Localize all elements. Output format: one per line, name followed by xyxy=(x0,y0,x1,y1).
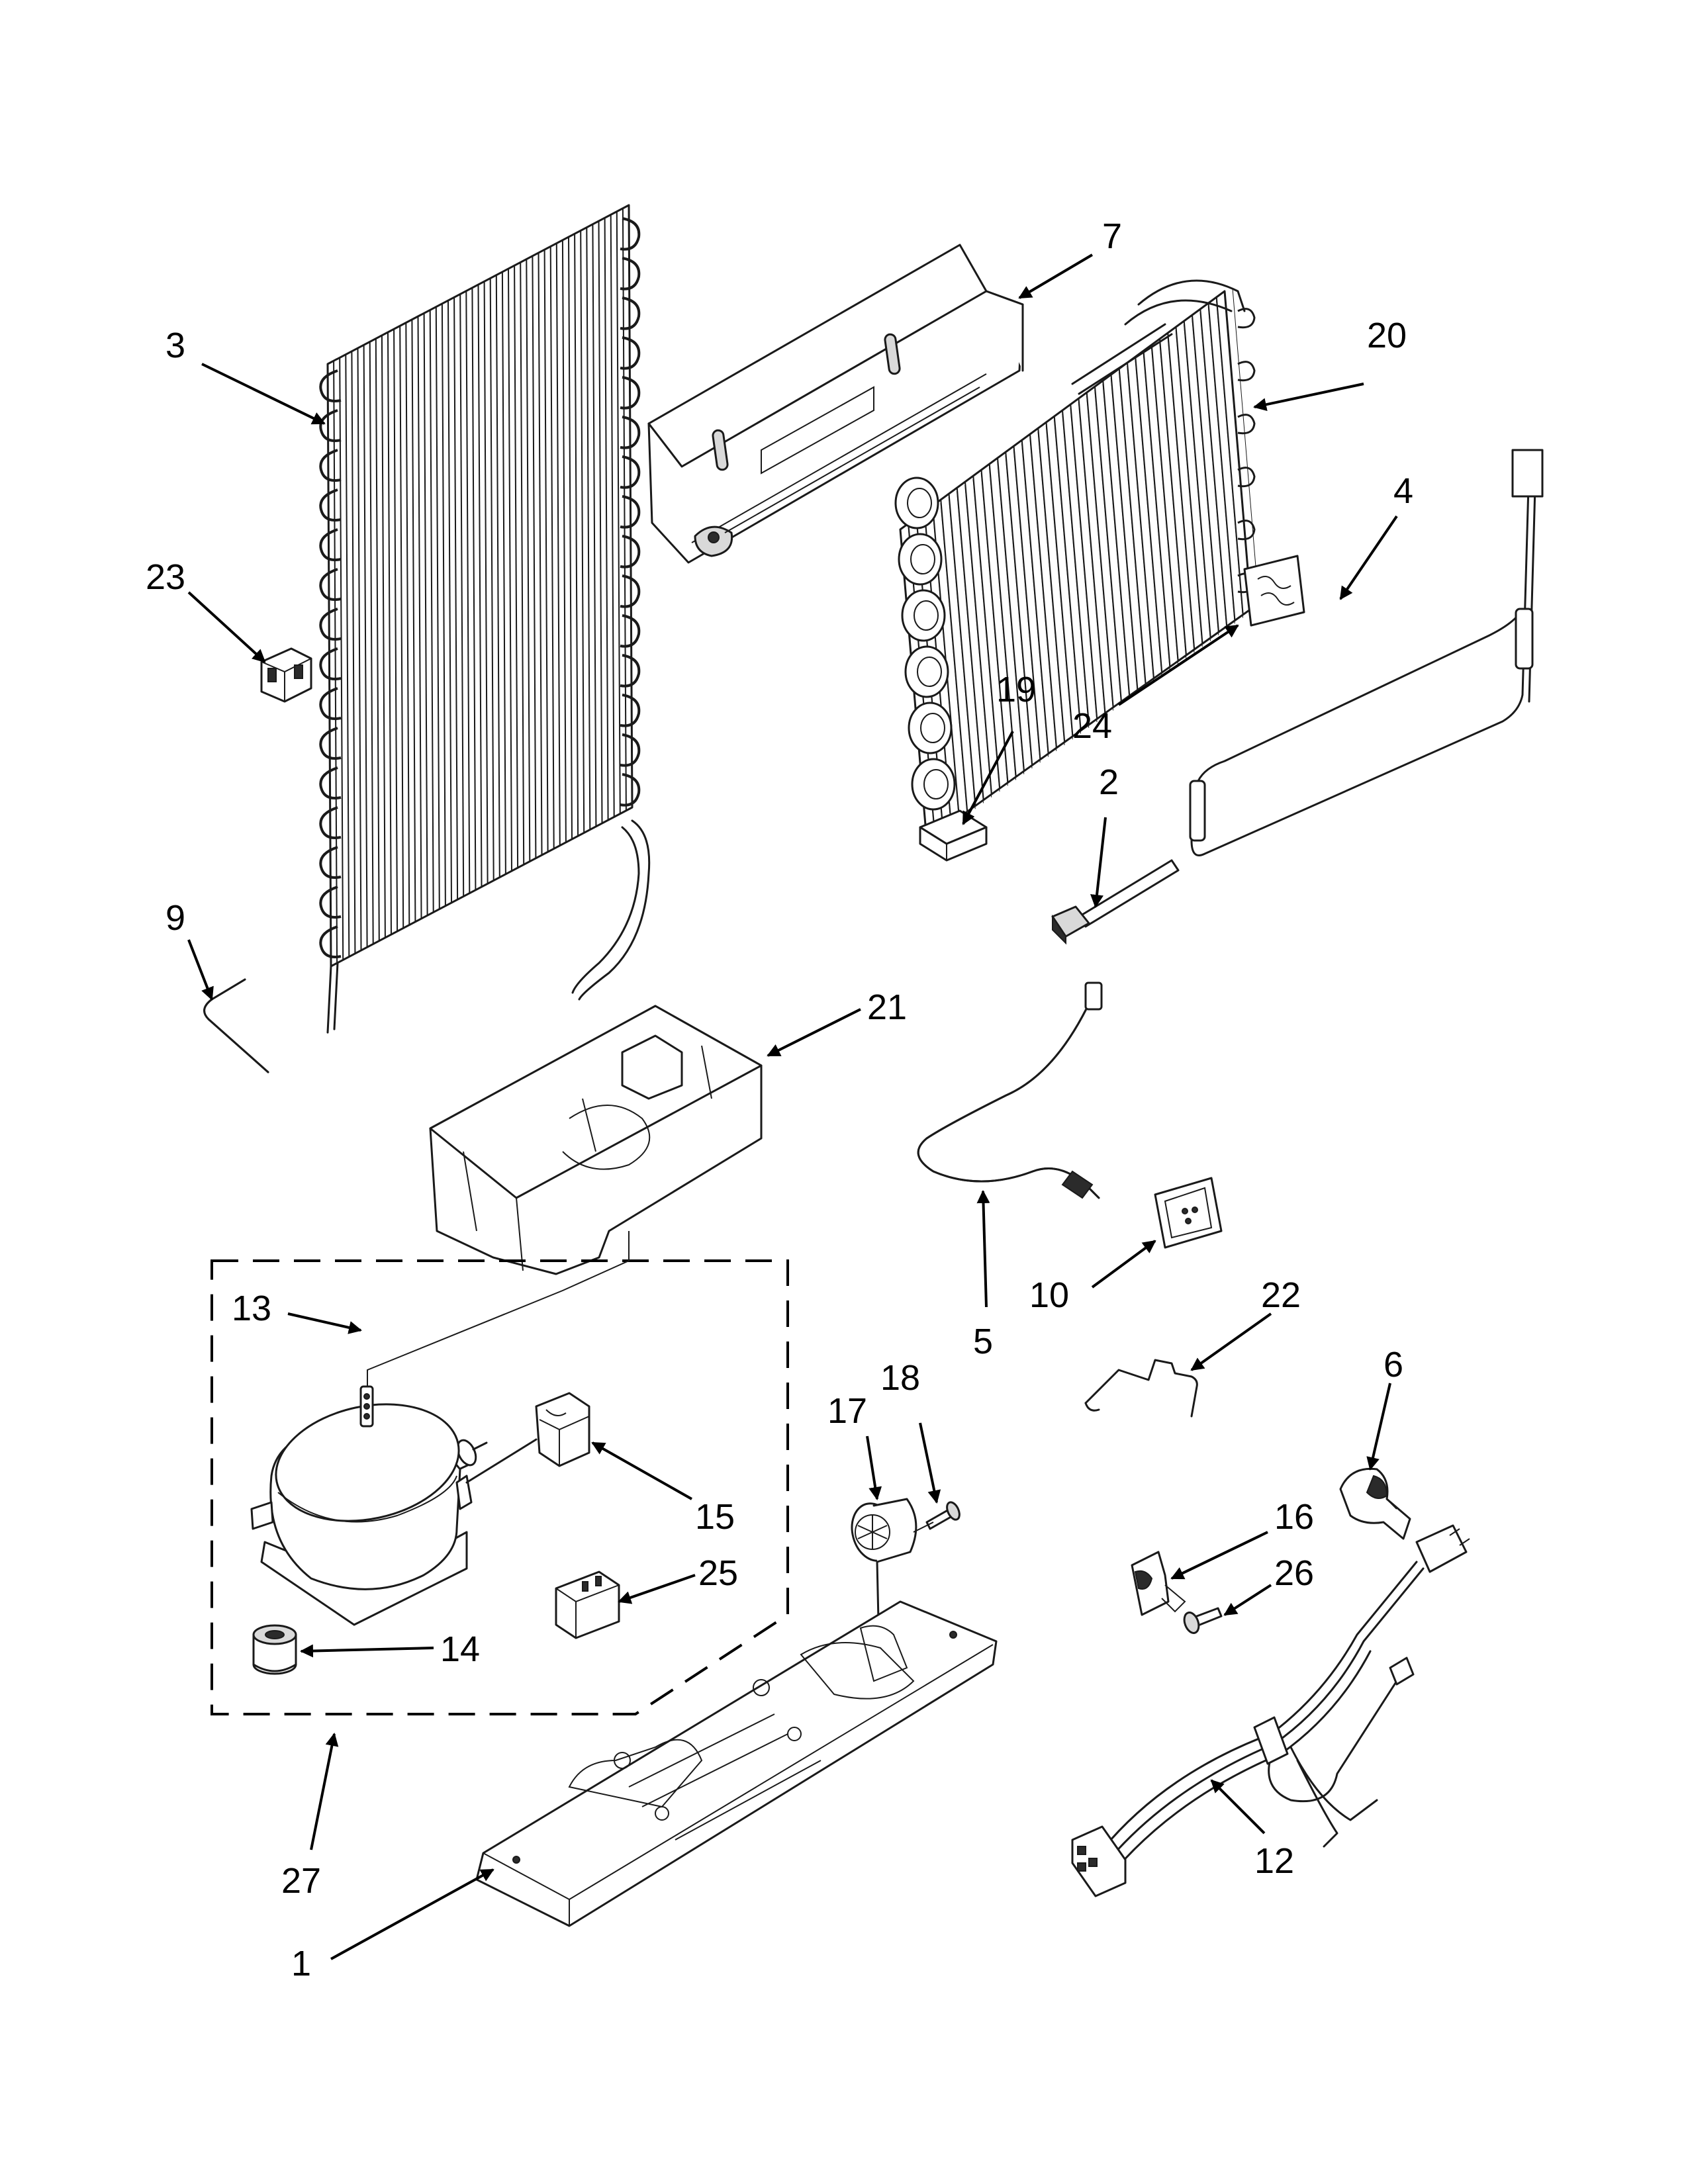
wire-hanger[interactable] xyxy=(1084,1359,1198,1418)
compressor-assembly-boundary xyxy=(211,1259,789,1715)
callout-16: 16 xyxy=(1274,1497,1314,1537)
compressor[interactable] xyxy=(250,1231,630,1626)
evaporator-coil[interactable] xyxy=(894,279,1260,842)
callout-17: 17 xyxy=(827,1391,867,1431)
condenser-coil[interactable] xyxy=(319,204,651,1034)
callout-13: 13 xyxy=(232,1289,271,1328)
fan-screw[interactable] xyxy=(913,1500,962,1533)
callout-19: 19 xyxy=(996,670,1036,709)
run-capacitor[interactable] xyxy=(555,1570,620,1639)
relay-bracket[interactable] xyxy=(1339,1467,1411,1540)
evaporator-cover[interactable] xyxy=(647,244,1024,564)
callout-2: 2 xyxy=(1099,762,1119,802)
callout-21: 21 xyxy=(867,987,907,1027)
callout-3: 3 xyxy=(165,326,185,365)
callout-7: 7 xyxy=(1102,216,1122,256)
cable-tie[interactable] xyxy=(1051,859,1180,945)
callout-20: 20 xyxy=(1367,316,1407,355)
callout-18: 18 xyxy=(880,1358,920,1398)
start-relay[interactable] xyxy=(465,1392,590,1484)
condenser-fan-motor[interactable] xyxy=(846,1498,917,1709)
callout-24: 24 xyxy=(1072,706,1112,746)
callout-4: 4 xyxy=(1393,471,1413,511)
callout-12: 12 xyxy=(1254,1841,1294,1881)
leader-lines xyxy=(187,253,1398,1960)
callout-26: 26 xyxy=(1274,1553,1314,1593)
overload-protector[interactable] xyxy=(1131,1551,1186,1616)
mounting-clip[interactable] xyxy=(260,647,312,703)
callout-6: 6 xyxy=(1383,1345,1403,1385)
callout-27: 27 xyxy=(281,1861,321,1901)
defrost-heater[interactable] xyxy=(1189,449,1544,856)
wire-harness[interactable] xyxy=(1071,1524,1470,1897)
callout-10: 10 xyxy=(1029,1275,1069,1315)
callout-14: 14 xyxy=(440,1629,480,1669)
callout-9: 9 xyxy=(165,898,185,938)
callout-22: 22 xyxy=(1261,1275,1301,1315)
filter-pad[interactable] xyxy=(1154,1177,1223,1249)
callout-5: 5 xyxy=(973,1322,993,1361)
compressor-grommet[interactable] xyxy=(252,1624,297,1675)
callout-23: 23 xyxy=(146,557,185,597)
callout-labels: 1 2 3 4 5 6 7 9 10 12 13 14 15 16 17 18 … xyxy=(146,216,1413,1983)
heater-bracket[interactable] xyxy=(1243,555,1305,627)
callout-1: 1 xyxy=(291,1944,311,1983)
drain-pan[interactable] xyxy=(429,1005,763,1275)
callout-25: 25 xyxy=(698,1553,738,1593)
drain-tube-assembly[interactable] xyxy=(917,981,1103,1199)
callout-15: 15 xyxy=(695,1497,735,1537)
overload-screw[interactable] xyxy=(1182,1607,1223,1635)
refrigerant-tube[interactable] xyxy=(203,978,269,1073)
compressor-base-plate[interactable] xyxy=(475,1600,998,1927)
